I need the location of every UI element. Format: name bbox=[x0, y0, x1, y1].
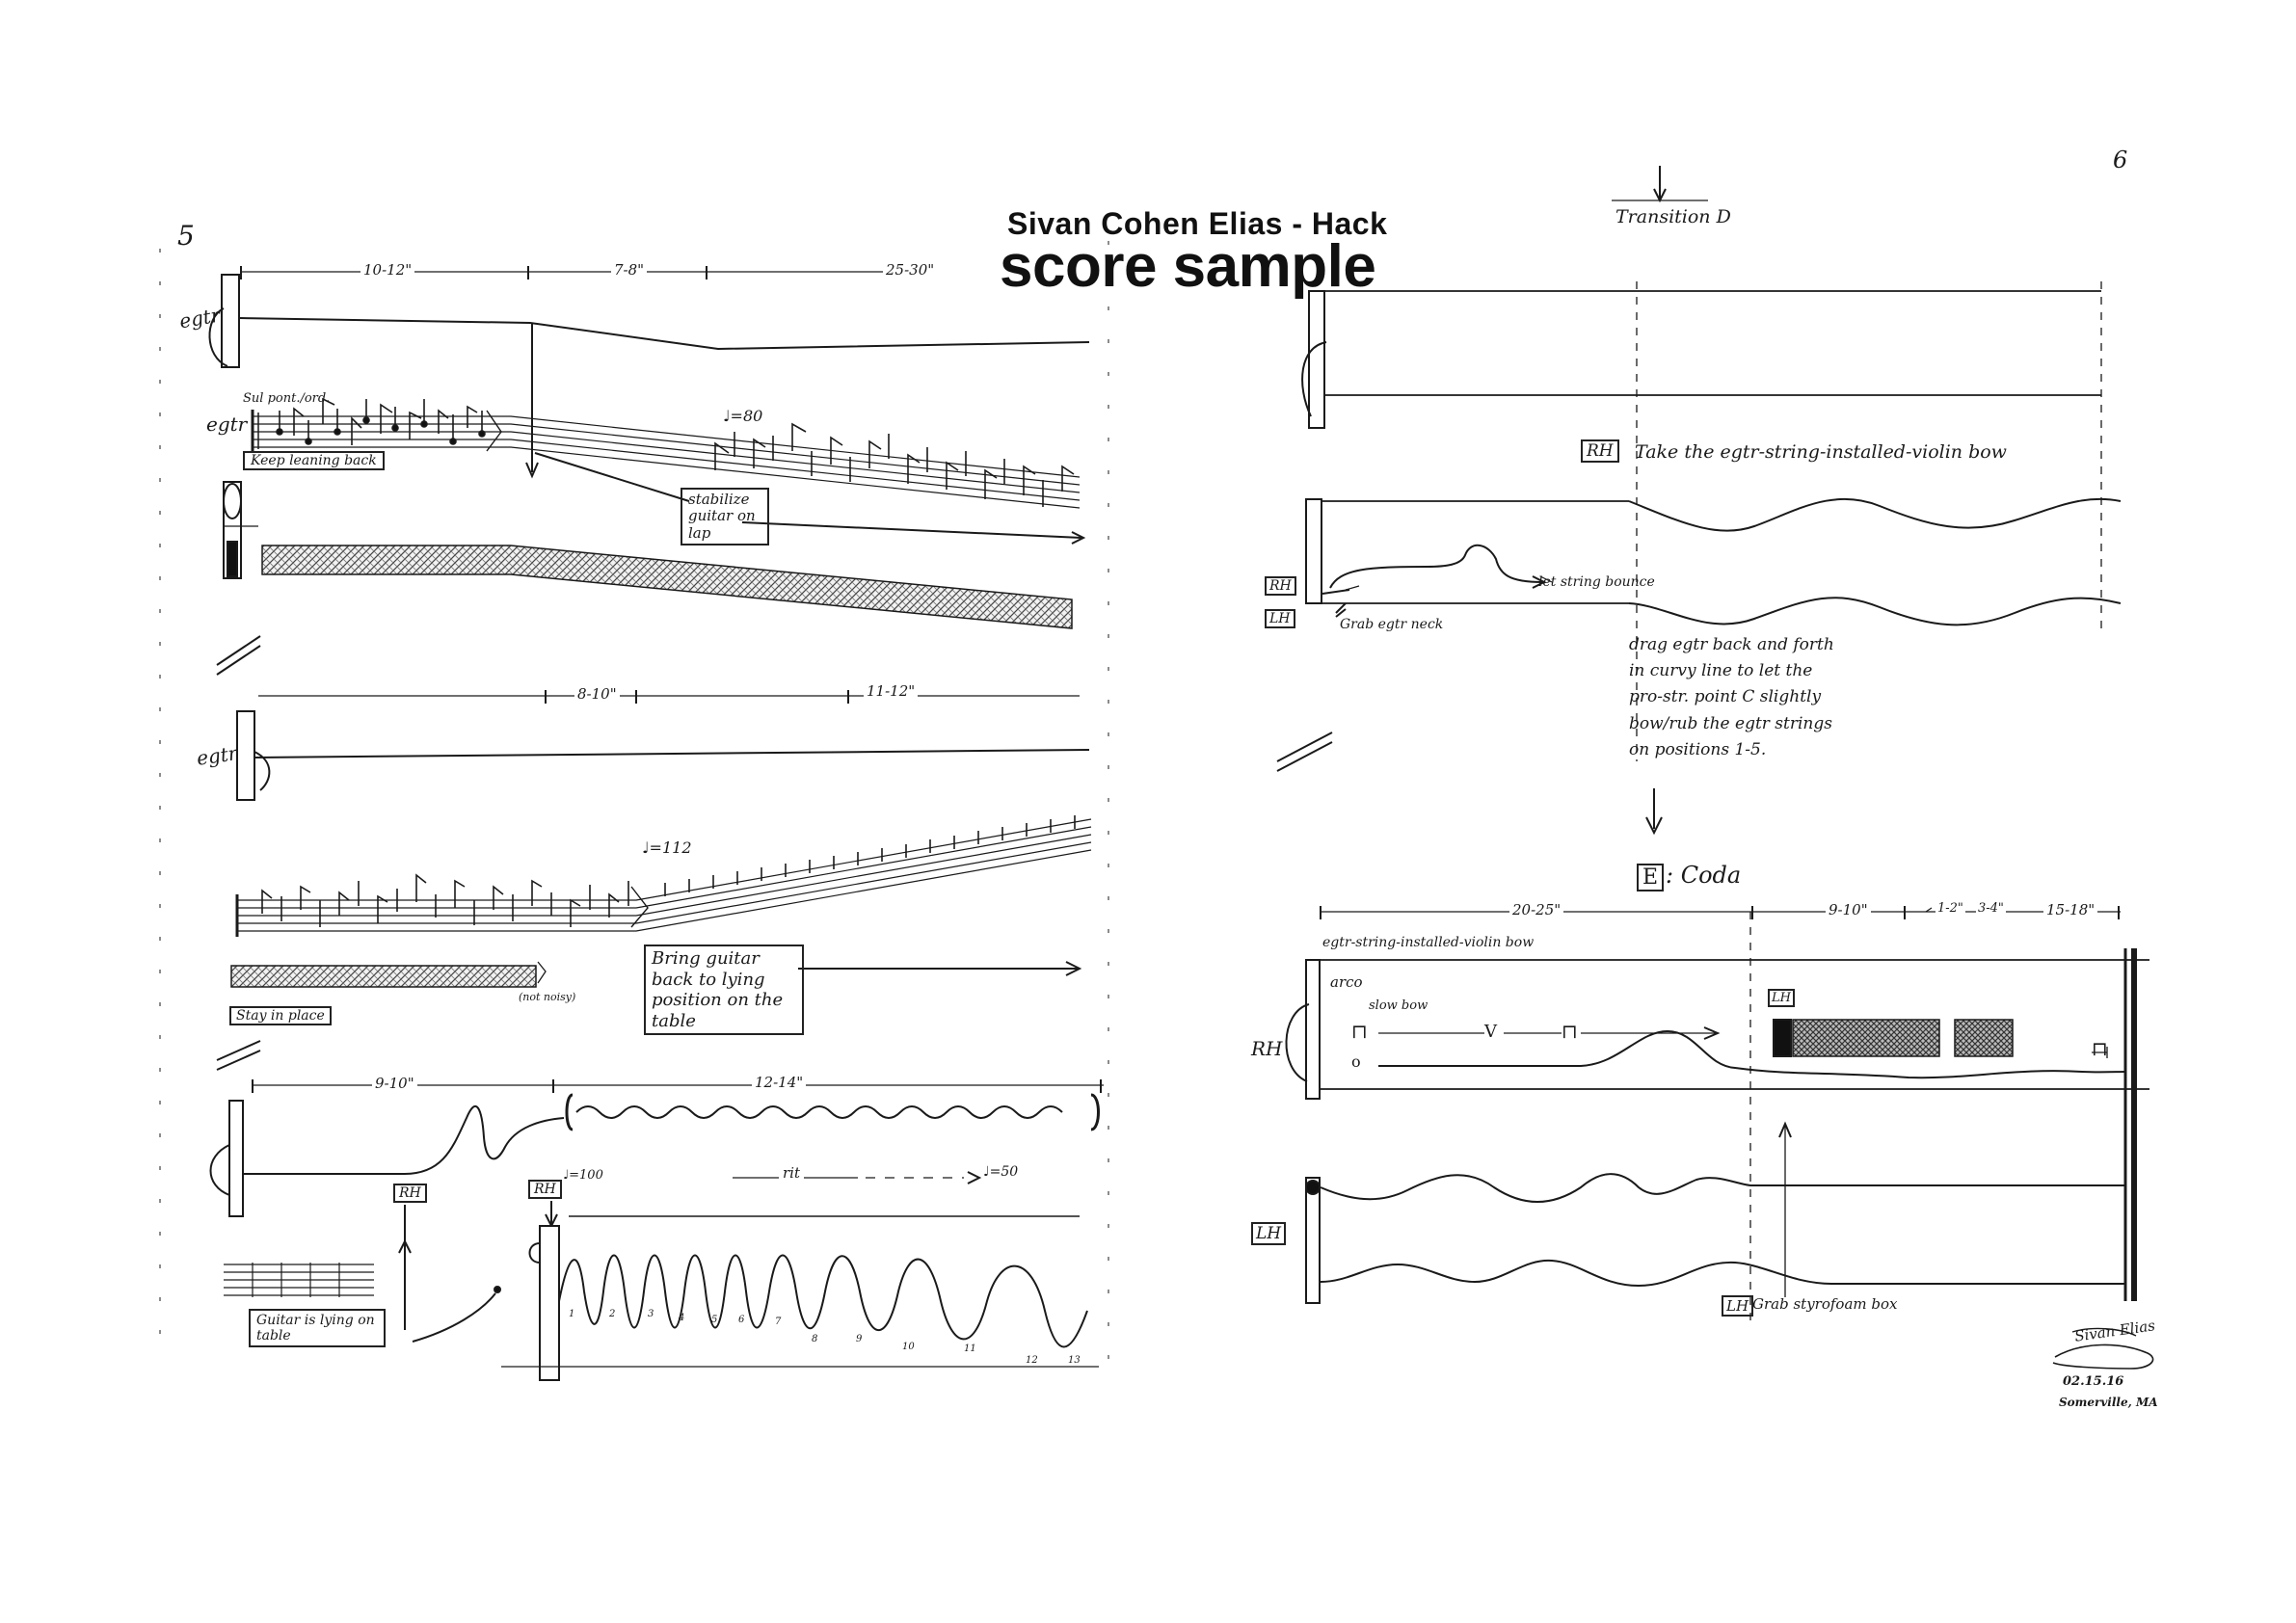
coda-letter-box: E bbox=[1637, 864, 1665, 891]
count-number: 8 bbox=[812, 1334, 818, 1344]
signature-place: Somerville, MA bbox=[2059, 1396, 2158, 1409]
drag-instruction: drag egtr back and forth in curvy line t… bbox=[1629, 635, 1834, 759]
count-number: 5 bbox=[711, 1315, 718, 1325]
lh-label: LH bbox=[1768, 989, 1795, 1007]
timing-label: 20-25" bbox=[1509, 901, 1564, 918]
circle-mark: o bbox=[1351, 1052, 1361, 1071]
arco-marking: arco bbox=[1330, 973, 1363, 991]
signature-date: 02.15.16 bbox=[2063, 1374, 2124, 1389]
right-system-1 bbox=[1301, 166, 2122, 836]
count-number: 12 bbox=[1026, 1355, 1038, 1366]
left-page-number: 5 bbox=[177, 220, 195, 252]
timing-label: 1-2" bbox=[1936, 901, 1965, 916]
count-number: 2 bbox=[609, 1309, 616, 1319]
tempo-marking: ♩=100 bbox=[563, 1168, 603, 1183]
stay-in-place-box: Stay in place bbox=[229, 1006, 332, 1025]
tempo-marking: ♩=112 bbox=[642, 838, 692, 857]
count-number: 10 bbox=[902, 1342, 915, 1352]
count-number: 7 bbox=[775, 1317, 782, 1327]
count-number: 4 bbox=[679, 1313, 685, 1323]
rit-marking: rit bbox=[779, 1164, 804, 1182]
timing-label: 15-18" bbox=[2043, 901, 2098, 918]
count-number: 9 bbox=[856, 1334, 863, 1344]
down-bow-mark: ⊓ bbox=[1351, 1020, 1368, 1043]
left-system-3 bbox=[209, 1079, 1104, 1381]
bow-label: egtr-string-installed-violin bow bbox=[1322, 935, 1535, 950]
rh-label: RH bbox=[1251, 1037, 1283, 1060]
lh-label: LH bbox=[1265, 609, 1295, 628]
grab-styrofoam-instruction: Grab styrofoam box bbox=[1752, 1295, 1898, 1313]
keep-leaning-box: Keep leaning back bbox=[243, 451, 385, 470]
timing-label: 10-12" bbox=[360, 261, 415, 279]
composer-title: Sivan Cohen Elias - Hack bbox=[1007, 206, 1388, 241]
timing-label: 9-10" bbox=[1826, 901, 1871, 918]
stabilize-box: stabilize guitar on lap bbox=[681, 488, 769, 545]
timing-label: 3-4" bbox=[1976, 901, 2006, 916]
right-page-number: 6 bbox=[2113, 146, 2128, 173]
count-number: 11 bbox=[964, 1344, 976, 1354]
down-bow-mark: ⊓ bbox=[1562, 1020, 1578, 1043]
timing-label: 8-10" bbox=[574, 685, 620, 703]
instrument-label-egtr: egtr bbox=[206, 412, 248, 436]
tempo-marking: ♩=80 bbox=[723, 407, 763, 425]
rh-label: RH bbox=[1265, 576, 1296, 596]
up-bow-mark: V bbox=[1484, 1022, 1497, 1042]
rh-label: RH bbox=[1581, 439, 1619, 463]
coda-label: : Coda bbox=[1666, 862, 1742, 889]
count-number: 3 bbox=[648, 1309, 654, 1319]
system-separator-left-1 bbox=[216, 635, 261, 676]
lh-label: LH bbox=[1722, 1295, 1754, 1317]
slow-bow-marking: slow bow bbox=[1369, 998, 1428, 1013]
not-noisy-note: (not noisy) bbox=[519, 991, 576, 1003]
timing-label: 12-14" bbox=[752, 1074, 807, 1091]
guitar-lying-box: Guitar is lying on table bbox=[249, 1309, 386, 1348]
system-separator-right-1 bbox=[1276, 732, 1333, 772]
score-subtitle: score sample bbox=[1000, 233, 1376, 300]
take-bow-instruction: Take the egtr-string-installed-violin bo… bbox=[1635, 441, 2007, 463]
rh-label: RH bbox=[528, 1180, 562, 1199]
timing-label: 7-8" bbox=[611, 261, 648, 279]
system-separator-left-2 bbox=[216, 1040, 261, 1071]
right-system-2 bbox=[1285, 906, 2154, 1370]
count-number: 6 bbox=[738, 1315, 745, 1325]
left-system-2 bbox=[230, 690, 1092, 988]
technique-label: Sul pont./ord. bbox=[243, 391, 331, 406]
lh-label: LH bbox=[1251, 1222, 1287, 1245]
tempo-marking: ♩=50 bbox=[983, 1164, 1019, 1180]
grab-egtr-neck: Grab egtr neck bbox=[1340, 617, 1444, 632]
section-transition-d: Transition D bbox=[1615, 206, 1731, 227]
bring-guitar-back-box: Bring guitar back to lying position on t… bbox=[644, 945, 804, 1036]
timing-label: 11-12" bbox=[864, 682, 919, 700]
count-number: 1 bbox=[569, 1309, 575, 1319]
let-string-bounce: let string bounce bbox=[1538, 574, 1655, 590]
timing-label: 25-30" bbox=[883, 261, 938, 279]
count-number: 13 bbox=[1068, 1355, 1081, 1366]
rh-label: RH bbox=[393, 1184, 427, 1203]
left-system-1 bbox=[208, 266, 1090, 629]
down-bow-mark: ⊓ bbox=[2092, 1037, 2108, 1060]
timing-label: 9-10" bbox=[372, 1075, 417, 1092]
